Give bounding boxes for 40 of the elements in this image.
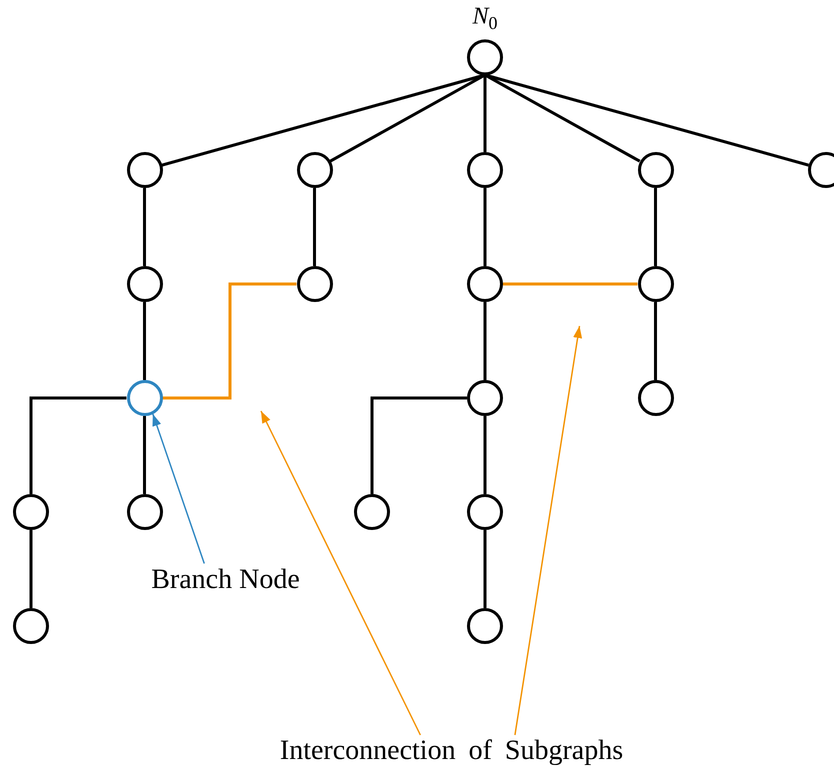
node-circle — [126, 152, 162, 188]
leader-arrow — [514, 326, 582, 736]
leader-arrow — [260, 410, 421, 736]
node-circle — [467, 266, 503, 302]
connector-line — [30, 396, 126, 494]
node-circle — [467, 608, 503, 644]
node-circle — [126, 380, 162, 416]
connector-line — [143, 416, 146, 494]
connector-line — [143, 302, 146, 380]
connector-line — [484, 416, 486, 494]
node-circle — [638, 152, 674, 188]
connector-line — [143, 188, 146, 266]
connector-line — [313, 188, 316, 266]
annotation-label: Interconnection of Subgraphs — [280, 735, 624, 768]
node-label: N$_{0}$ — [472, 3, 498, 34]
node-circle — [467, 152, 503, 188]
node-circle — [296, 266, 332, 302]
connector-line — [484, 188, 486, 266]
node-circle — [808, 152, 834, 188]
node-circle — [638, 380, 674, 416]
connector-line — [162, 282, 296, 400]
node-circle — [467, 494, 503, 530]
node-circle — [126, 266, 162, 302]
connector-line — [654, 188, 657, 266]
node-circle — [354, 494, 390, 530]
node-circle — [467, 380, 503, 416]
connector-line — [484, 302, 486, 380]
connector-line — [654, 302, 657, 380]
connector-line — [484, 530, 486, 608]
connector-line — [370, 396, 467, 494]
leader-arrow — [152, 414, 205, 564]
node-circle — [296, 152, 332, 188]
node-circle — [126, 494, 162, 530]
connector-line — [484, 75, 486, 152]
node-circle — [638, 266, 674, 302]
node-circle — [13, 494, 49, 530]
annotation-label: Branch Node — [151, 564, 300, 596]
connector-line — [503, 282, 638, 286]
node-circle — [13, 608, 49, 644]
connector-line — [30, 530, 32, 608]
